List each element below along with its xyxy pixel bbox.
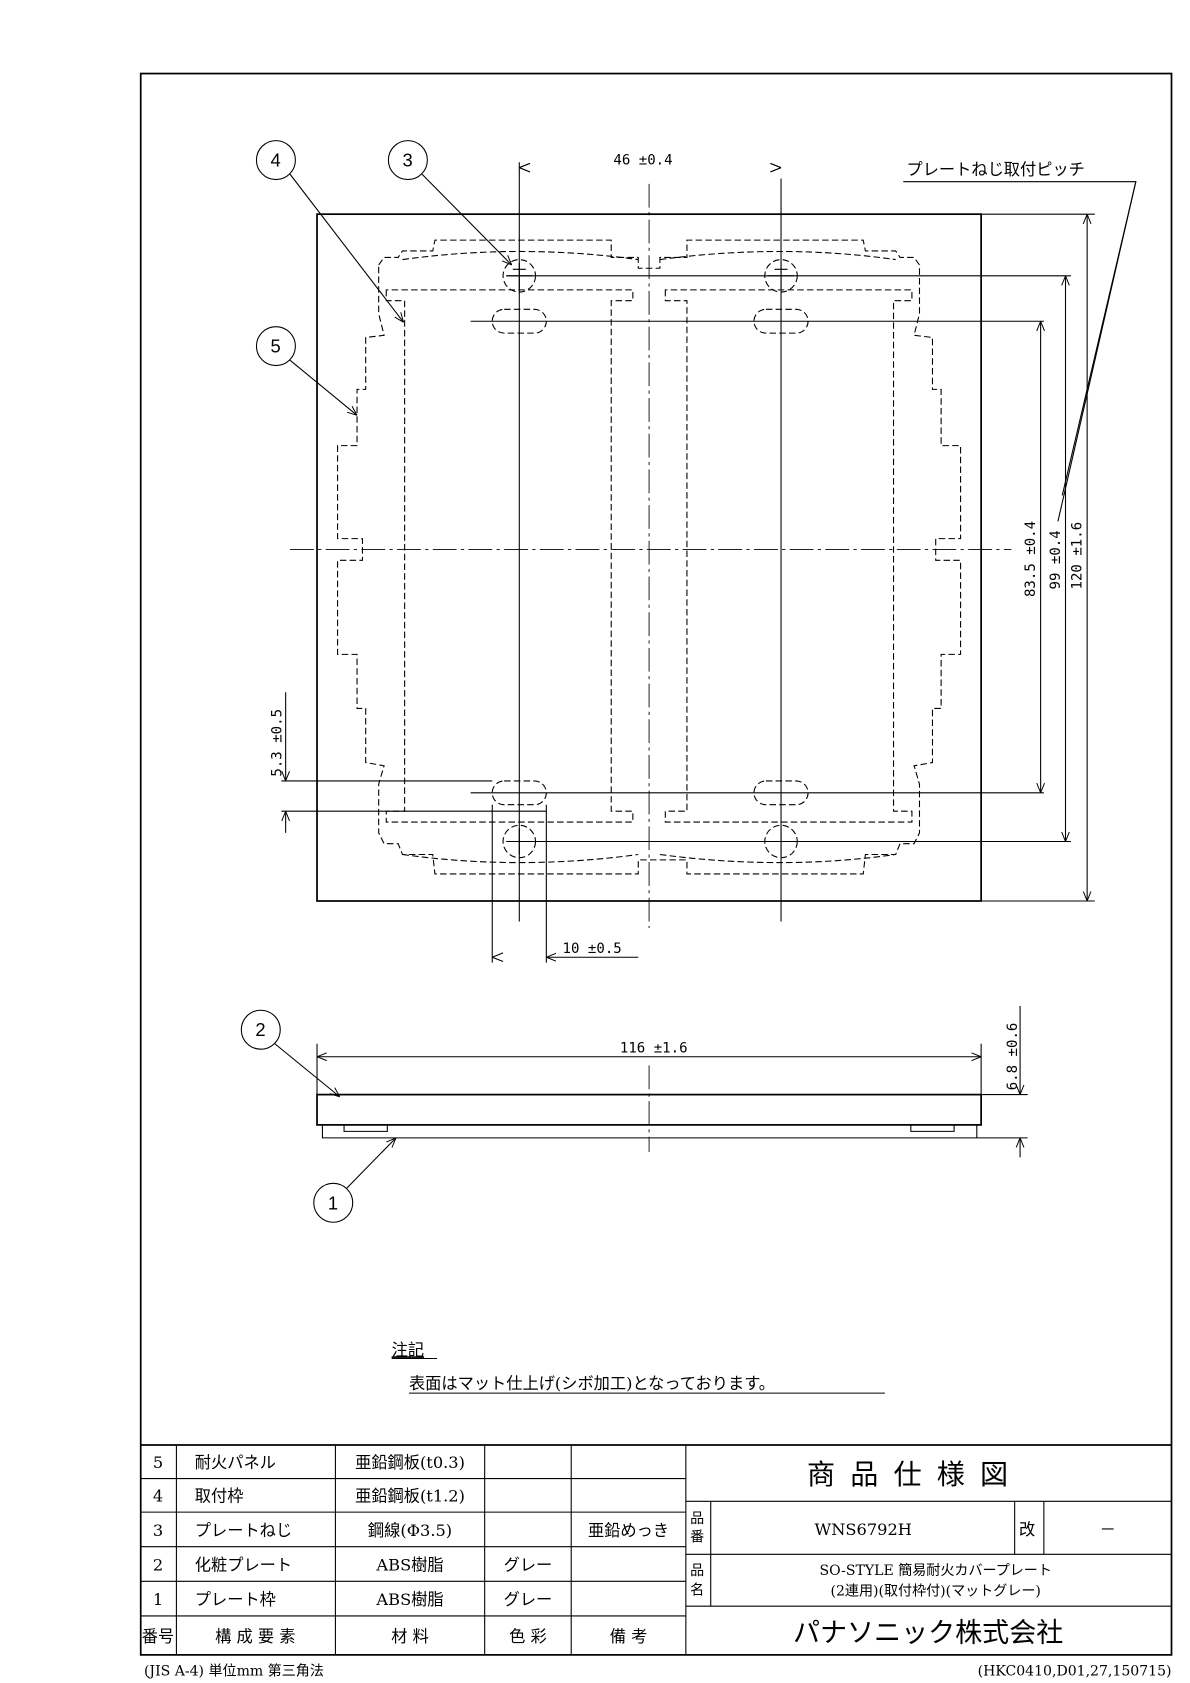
callout-pitch: プレートねじ取付ピッチ: [907, 160, 1085, 179]
mounting-frame-left: [385, 289, 634, 823]
footer-right: (HKC0410,D01,27,150715): [978, 1663, 1172, 1679]
parts-table-cell: 1: [153, 1590, 163, 1609]
sheet-border: [139, 72, 1173, 1656]
dim-slot-width: 10 ±0.5: [563, 941, 622, 957]
product-name-line1: SO-STYLE 簡易耐火カバープレート: [820, 1563, 1052, 1579]
parts-table-cell: グレー: [504, 1590, 553, 1609]
name-label-1: 品: [690, 1563, 704, 1579]
notes-text: 表面はマット仕上げ(シボ加工)となっております。: [409, 1374, 775, 1393]
dim-height-total: 120 ±1.6: [1070, 522, 1086, 590]
svg-text:2: 2: [255, 1019, 265, 1040]
parts-table-cell: プレート枠: [195, 1590, 276, 1609]
svg-text:1: 1: [328, 1192, 338, 1213]
parts-table-cell: プレートねじ: [195, 1521, 292, 1540]
notes-heading: 注記: [392, 1340, 424, 1359]
parts-table-header: 構 成 要 素: [215, 1627, 295, 1646]
part-no: WNS6792H: [815, 1520, 912, 1539]
parts-table-header: 備 考: [610, 1627, 648, 1646]
dim-screw-pitch: 99 ±0.4: [1048, 530, 1064, 589]
svg-text:5: 5: [271, 336, 281, 357]
rev-label: 改: [1019, 1520, 1035, 1539]
fire-panel-outline: [337, 239, 962, 875]
balloon-1: 1: [313, 1138, 396, 1223]
parts-table-cell: 耐火パネル: [195, 1453, 276, 1472]
parts-table-cell: 4: [153, 1486, 163, 1505]
parts-table-cell: 亜鉛鋼板(t0.3): [355, 1453, 465, 1472]
balloon-2: 2: [240, 1009, 339, 1097]
part-no-label-2: 番: [690, 1529, 704, 1545]
company-name: パナソニック株式会社: [793, 1618, 1063, 1649]
balloon-4: 4: [255, 140, 403, 323]
parts-table-cell: 亜鉛鋼板(t1.2): [355, 1486, 465, 1505]
title-block: 商品仕様図 品 番 WNS6792H 改 － 品 名 SO-STYLE 簡易耐火…: [685, 1458, 1172, 1649]
parts-table: 5 耐火パネル 亜鉛鋼板(t0.3) 4 取付枠 亜鉛鋼板(t1.2) 3 プレートねじ 鋼線(…: [140, 1444, 1172, 1655]
product-name-line2: (2連用)(取付枠付)(マットグレー): [831, 1583, 1041, 1599]
mounting-frame-right: [664, 289, 913, 823]
dim-screw-spacing-h: 46 ±0.4: [613, 152, 672, 168]
parts-table-cell: 化粧プレート: [195, 1556, 292, 1575]
parts-table-cell: 取付枠: [195, 1486, 244, 1505]
parts-table-header: 色 彩: [509, 1627, 547, 1646]
parts-table-header: 番号: [142, 1627, 174, 1646]
title: 商品仕様図: [807, 1458, 1023, 1491]
footer-left: (JIS A-4) 単位mm 第三角法: [144, 1662, 324, 1679]
parts-table-cell: 2: [153, 1556, 163, 1575]
dim-thickness: 6.8 ±0.6: [1005, 1023, 1021, 1091]
top-view: [289, 162, 1095, 929]
rev: －: [1100, 1520, 1116, 1539]
part-no-label-1: 品: [690, 1511, 704, 1527]
parts-table-cell: 亜鉛めっき: [588, 1521, 669, 1540]
svg-text:3: 3: [402, 150, 412, 171]
dimensions: 46 ±0.4 120 ±1.6 99 ±0.4 83.5 ±0.4 5.3 ±…: [269, 152, 1137, 963]
parts-table-cell: グレー: [504, 1556, 553, 1575]
balloon-3: 3: [387, 140, 511, 265]
parts-table-cell: 鋼線(Φ3.5): [368, 1521, 452, 1540]
dim-width-total: 116 ±1.6: [620, 1040, 688, 1056]
parts-table-cell: ABS樹脂: [375, 1590, 443, 1609]
parts-table-cell: 5: [153, 1453, 163, 1472]
name-label-2: 名: [690, 1582, 704, 1598]
parts-table-header: 材 料: [391, 1627, 429, 1646]
dim-slot-offset: 5.3 ±0.5: [269, 709, 285, 777]
dim-slot-pitch: 83.5 ±0.4: [1023, 521, 1039, 597]
svg-text:4: 4: [271, 150, 281, 171]
parts-table-cell: 3: [153, 1521, 163, 1540]
parts-table-cell: ABS樹脂: [375, 1556, 443, 1575]
side-view: 116 ±1.6 6.8 ±0.6: [316, 1005, 1028, 1158]
balloon-5: 5: [255, 326, 357, 416]
